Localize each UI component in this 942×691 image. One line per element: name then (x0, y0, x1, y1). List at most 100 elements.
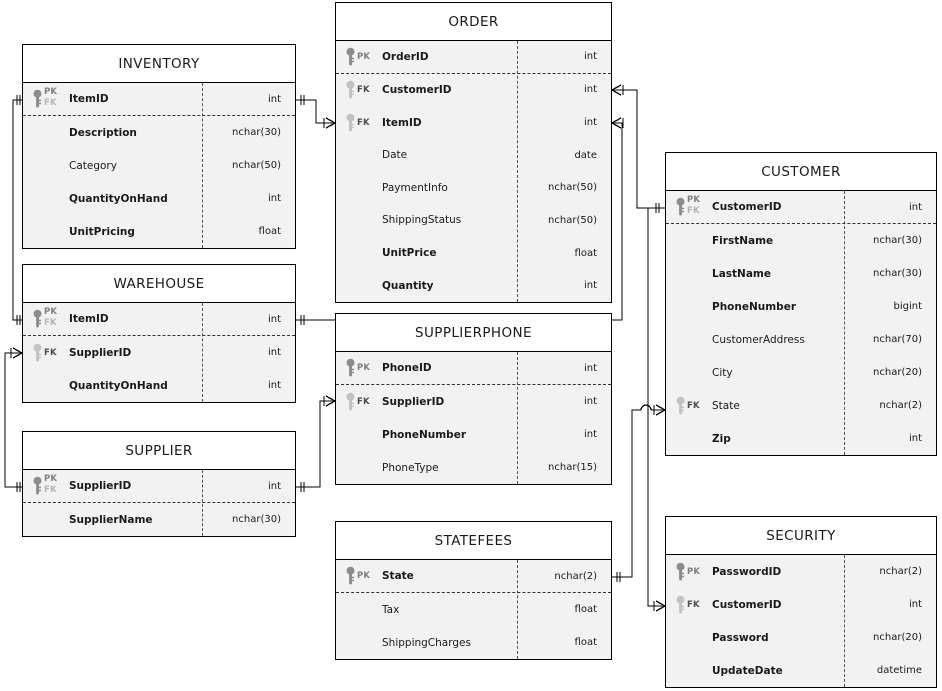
attribute-datatype: nchar(30) (232, 514, 281, 525)
key-cell (336, 204, 380, 237)
attribute-datatype: nchar(2) (879, 566, 922, 577)
pk-label: PK (44, 307, 58, 317)
attribute-name: SupplierID (382, 395, 445, 408)
attribute-name: ShippingCharges (382, 636, 471, 649)
entity-title-supplierphone: SUPPLIERPHONE (336, 314, 611, 352)
attribute-name: Zip (712, 432, 731, 445)
cardinality-many-supplierphone-left (323, 395, 336, 407)
cardinality-many-warehouse-supplierid (10, 347, 23, 359)
column-divider (844, 555, 845, 687)
pk-label: PK (357, 363, 371, 373)
attribute-datatype: nchar(2) (879, 400, 922, 411)
attribute-datatype: nchar(50) (548, 182, 597, 194)
fk-label: FK (357, 396, 370, 407)
attribute-datatype: int (267, 93, 281, 105)
attribute-datatype: int (583, 117, 597, 129)
column-divider (844, 191, 845, 455)
connector-warehouse-supplier (4, 352, 22, 488)
fk-label: FK (357, 117, 370, 128)
attribute-name: Password (712, 631, 769, 644)
attribute-datatype: int (583, 84, 597, 96)
key-cell (336, 269, 380, 302)
cardinality-many-security-customerid (653, 600, 666, 612)
key-cell (336, 451, 380, 484)
key-icon (346, 566, 355, 585)
connector-order-customer (612, 89, 665, 209)
fk-label: FK (44, 98, 57, 108)
cardinality-many-order-itemid-left (323, 117, 336, 129)
key-cell: PK (336, 560, 380, 592)
cardinality-many-order-itemid-right (611, 117, 624, 129)
cardinality-one-supplier-right (300, 482, 305, 492)
key-cell (666, 356, 710, 389)
key-cell (666, 290, 710, 323)
pk-label: PK (687, 195, 701, 205)
attribute-datatype: float (574, 604, 597, 615)
attribute-row[interactable]: PhoneType nchar(15) (336, 451, 611, 484)
attribute-name: PhoneType (382, 461, 439, 474)
key-icon (33, 89, 42, 108)
attribute-name: CustomerID (712, 598, 782, 611)
connector-statefees-customer (612, 404, 665, 578)
attribute-name: State (382, 570, 414, 582)
attribute-name: PasswordID (712, 565, 782, 578)
key-icon (346, 47, 355, 66)
attribute-datatype: nchar(15) (548, 462, 597, 473)
key-icon (676, 595, 685, 613)
attribute-datatype: int (583, 429, 597, 440)
column-divider (202, 470, 203, 536)
attribute-name: ItemID (69, 93, 109, 105)
entity-title-security: SECURITY (666, 517, 936, 555)
attribute-name: LastName (712, 267, 771, 280)
attribute-datatype: int (583, 362, 597, 374)
attribute-datatype: nchar(50) (232, 160, 281, 171)
column-divider (202, 83, 203, 248)
